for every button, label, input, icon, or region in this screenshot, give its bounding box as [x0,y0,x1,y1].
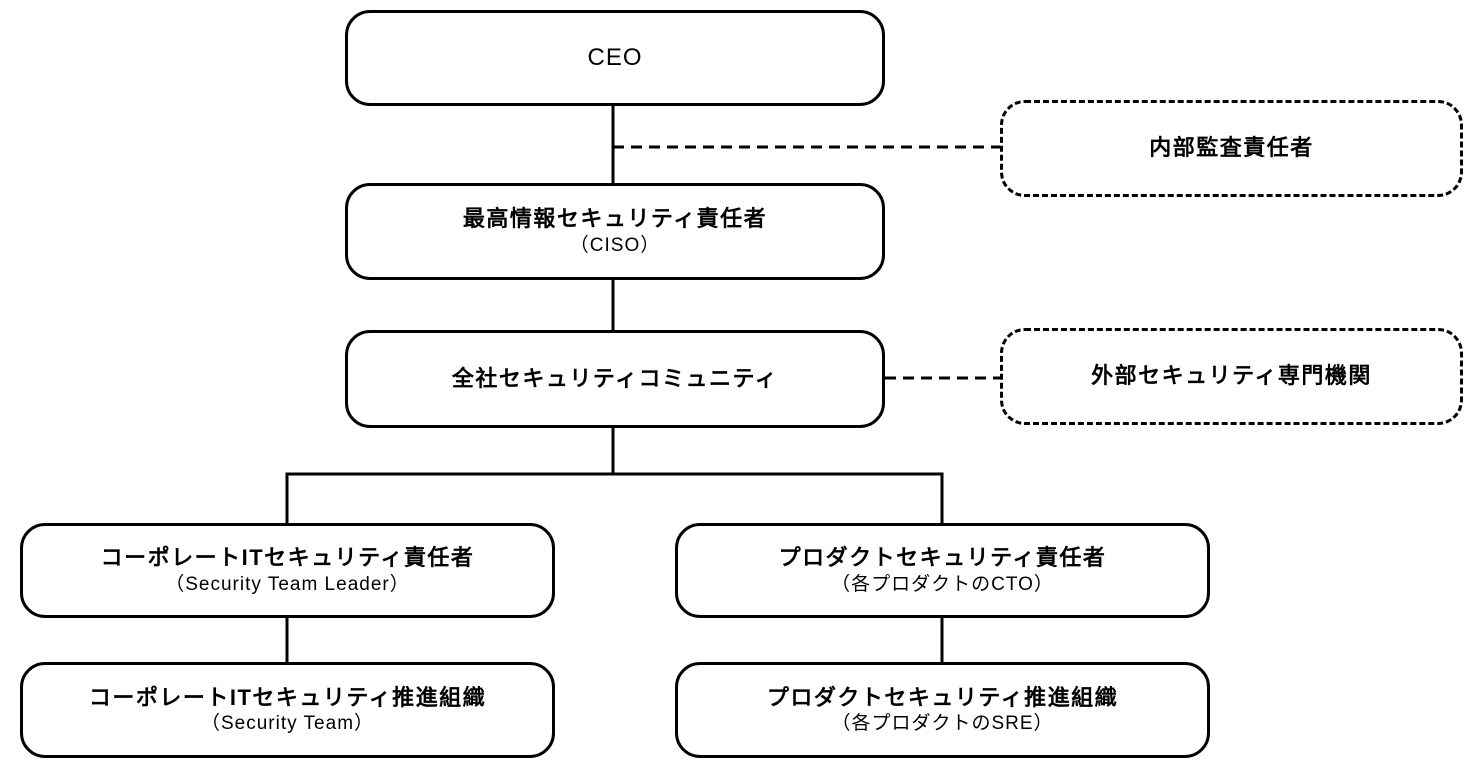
node-product-security-lead: プロダクトセキュリティ責任者 （各プロダクトのCTO） [675,523,1210,618]
node-corporate-it-lead-sublabel: （Security Team Leader） [165,573,410,595]
node-product-security-lead-sublabel: （各プロダクトのCTO） [831,573,1054,595]
node-corporate-it-team: コーポレートITセキュリティ推進組織 （Security Team） [20,662,555,758]
node-internal-audit-label: 内部監査責任者 [1149,135,1314,161]
node-security-community: 全社セキュリティコミュニティ [345,330,885,428]
node-corporate-it-lead: コーポレートITセキュリティ責任者 （Security Team Leader） [20,523,555,618]
node-product-security-team: プロダクトセキュリティ推進組織 （各プロダクトのSRE） [675,662,1210,758]
node-ciso-label: 最高情報セキュリティ責任者 [462,206,768,232]
node-product-security-team-label: プロダクトセキュリティ推進組織 [766,684,1119,710]
node-external-security-org-label: 外部セキュリティ専門機関 [1091,363,1372,389]
node-ciso-sublabel: （CISO） [569,234,661,256]
node-internal-audit: 内部監査責任者 [1000,100,1463,197]
node-ciso: 最高情報セキュリティ責任者 （CISO） [345,183,885,280]
node-corporate-it-team-label: コーポレートITセキュリティ推進組織 [88,684,487,710]
node-security-community-label: 全社セキュリティコミュニティ [451,365,779,391]
node-corporate-it-lead-label: コーポレートITセキュリティ責任者 [100,545,475,571]
connector-branch-bar [285,472,944,523]
node-corporate-it-team-sublabel: （Security Team） [200,713,375,735]
node-product-security-team-sublabel: （各プロダクトのSRE） [831,713,1054,735]
node-ceo-label: CEO [587,44,643,72]
node-external-security-org: 外部セキュリティ専門機関 [1000,328,1463,425]
node-product-security-lead-label: プロダクトセキュリティ責任者 [778,545,1107,571]
node-ceo: CEO [345,10,885,106]
